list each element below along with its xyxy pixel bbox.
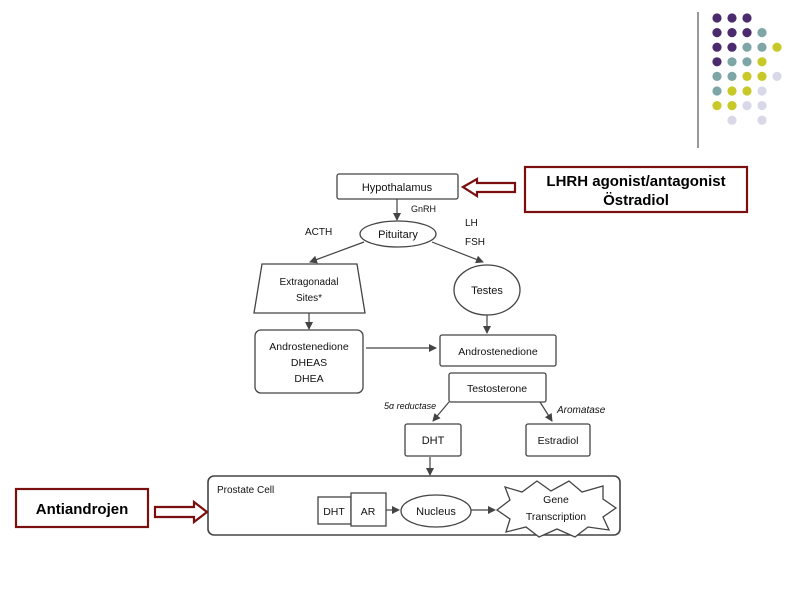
decorative-dot bbox=[742, 101, 752, 111]
decorative-dot bbox=[742, 57, 752, 67]
edge-testosterone-dht bbox=[432, 401, 450, 422]
sites-label: Sites* bbox=[296, 293, 322, 304]
dht-label: DHT bbox=[422, 435, 445, 447]
testosterone-label: Testosterone bbox=[467, 383, 527, 395]
decorative-dot bbox=[712, 71, 722, 81]
adrenal-androstenedione-label: Androstenedione bbox=[269, 341, 349, 353]
decorative-dot bbox=[712, 27, 722, 38]
antiandrogen-callout: Antiandrojen bbox=[14, 487, 150, 529]
androstenedione-node: Androstenedione bbox=[439, 334, 557, 367]
decorative-dot bbox=[757, 86, 767, 96]
testes-node: Testes bbox=[453, 264, 521, 316]
decorative-dot bbox=[712, 101, 722, 111]
prostate-cell-label: Prostate Cell bbox=[217, 485, 274, 496]
edge-pituitary-testes bbox=[431, 241, 484, 264]
decorative-dot bbox=[712, 42, 722, 52]
edge-testosterone-estradiol bbox=[539, 401, 553, 422]
androstenedione-label: Androstenedione bbox=[458, 346, 538, 358]
decorative-dot bbox=[757, 115, 767, 125]
aromatase-label: Aromatase bbox=[556, 405, 606, 416]
decorative-dot bbox=[757, 71, 767, 81]
decorative-dot bbox=[742, 42, 752, 52]
decorative-dot bbox=[757, 42, 767, 52]
extragonadal-label: Extragonadal bbox=[280, 277, 339, 288]
dht-inner-label: DHT bbox=[323, 506, 345, 518]
decorative-dot bbox=[757, 101, 767, 111]
transcription-label: Transcription bbox=[526, 511, 586, 523]
estradiol-node: Estradiol bbox=[525, 423, 591, 457]
decorative-dot bbox=[742, 13, 752, 23]
acth-label: ACTH bbox=[305, 227, 332, 238]
lhrh-line1: LHRH agonist/antagonist bbox=[546, 173, 725, 190]
decorative-dot bbox=[742, 71, 752, 81]
decorative-dot bbox=[742, 27, 752, 38]
antiandrogen-arrow-icon bbox=[153, 499, 209, 525]
lhrh-line2: Östradiol bbox=[603, 192, 669, 209]
fsh-label: FSH bbox=[465, 237, 485, 248]
pituitary-label: Pituitary bbox=[378, 229, 418, 241]
decorative-dot bbox=[712, 86, 722, 96]
ar-label: AR bbox=[361, 506, 376, 518]
hypothalamus-node: Hypothalamus bbox=[336, 173, 459, 200]
decorative-dot-grid bbox=[712, 13, 782, 125]
antiandrogen-label: Antiandrojen bbox=[36, 501, 129, 518]
decorative-dot bbox=[727, 27, 737, 38]
decorative-dot bbox=[727, 71, 737, 81]
lhrh-arrow-icon bbox=[460, 177, 517, 199]
testosterone-node: Testosterone bbox=[448, 372, 547, 403]
estradiol-label: Estradiol bbox=[538, 435, 579, 447]
edge-pituitary-extragonadal bbox=[309, 241, 365, 264]
decorative-dot bbox=[727, 101, 737, 111]
lhrh-callout: LHRH agonist/antagonist Östradiol bbox=[523, 165, 749, 214]
decorative-dot bbox=[727, 42, 737, 52]
pituitary-node: Pituitary bbox=[359, 220, 437, 248]
decorative-dot bbox=[757, 27, 767, 38]
nucleus-label: Nucleus bbox=[416, 506, 456, 518]
gene-label: Gene bbox=[543, 494, 569, 506]
decorative-dot bbox=[727, 57, 737, 67]
decorative-dot bbox=[772, 71, 782, 81]
reductase-label: 5α reductase bbox=[384, 401, 436, 411]
extragonadal-sites-node: Extragonadal Sites* bbox=[253, 263, 366, 314]
decorative-dot bbox=[727, 86, 737, 96]
decorative-dot bbox=[712, 13, 722, 23]
lh-label: LH bbox=[465, 218, 478, 229]
dhea-label: DHEA bbox=[294, 373, 323, 385]
gnrh-label: GnRH bbox=[411, 204, 436, 214]
decorative-dot bbox=[712, 57, 722, 67]
dht-node: DHT bbox=[404, 423, 462, 457]
dheas-label: DHEAS bbox=[291, 357, 327, 369]
hypothalamus-label: Hypothalamus bbox=[362, 182, 433, 194]
decorative-dot bbox=[742, 86, 752, 96]
decorative-dot bbox=[727, 115, 737, 125]
prostate-cell-container: Prostate Cell DHT AR Nucleus Gene Transc… bbox=[207, 475, 621, 538]
testes-label: Testes bbox=[471, 285, 503, 297]
adrenal-androgens-node: Androstenedione DHEAS DHEA bbox=[254, 329, 364, 394]
decorative-dot bbox=[727, 13, 737, 23]
decorative-dot bbox=[772, 42, 782, 52]
gene-transcription-starburst bbox=[495, 480, 618, 538]
decorative-dot bbox=[757, 57, 767, 67]
